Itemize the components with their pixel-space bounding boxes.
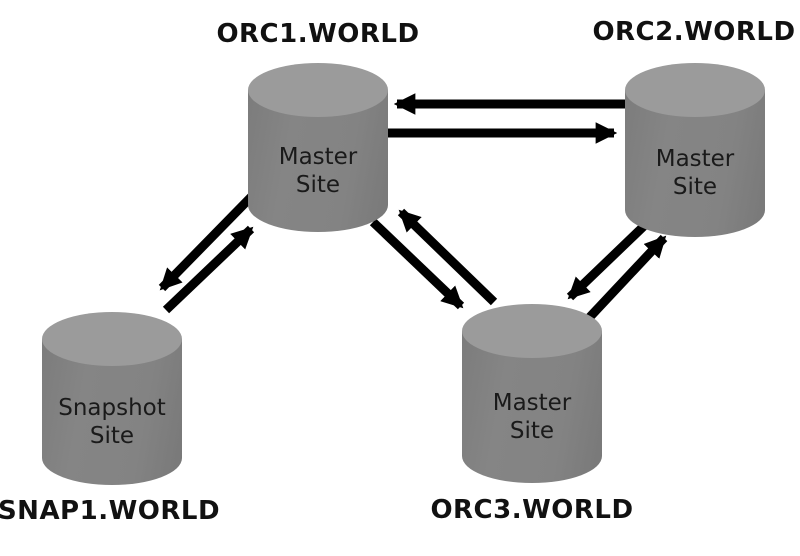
site-name-orc3: ORC3.WORLD: [430, 495, 634, 525]
site-role-line2: Site: [672, 174, 718, 200]
site-name-orc2: ORC2.WORLD: [592, 17, 796, 47]
arrow-orc3-to-orc1: [397, 208, 498, 306]
database-cylinder-snap1: Snapshot Site: [42, 312, 182, 485]
site-role-orc1: Master Site: [248, 63, 388, 232]
database-cylinder-orc2: Master Site: [625, 63, 765, 237]
site-role-line1: Master: [278, 143, 358, 170]
site-role-line2: Site: [89, 422, 135, 449]
site-name-snap1: SNAP1.WORLD: [0, 496, 221, 526]
site-name-orc1: ORC1.WORLD: [216, 19, 420, 49]
arrow-orc2-to-orc3: [566, 221, 649, 301]
cylinder-top: [42, 312, 182, 366]
arrow-orc1-to-snap1: [158, 192, 256, 292]
site-role-line1: Snapshot: [58, 394, 166, 421]
site-role-snap1: Snapshot Site: [42, 312, 182, 485]
database-cylinder-orc1: Master Site: [248, 63, 388, 232]
site-role-line2: Site: [509, 417, 555, 444]
site-role-orc3: Master Site: [462, 304, 602, 483]
arrow-snap1-to-orc1: [162, 225, 255, 314]
arrow-orc3-to-orc2: [584, 234, 668, 323]
site-role-line1: Master: [492, 389, 572, 416]
site-role-orc2: Master Site: [625, 63, 765, 237]
arrow-orc1-to-orc3: [369, 218, 465, 310]
cylinder-top: [625, 63, 765, 117]
site-role-line2: Site: [295, 171, 341, 198]
cylinder-top: [248, 63, 388, 117]
site-role-line1: Master: [655, 146, 735, 172]
cylinder-top: [462, 304, 602, 358]
database-cylinder-orc3: Master Site: [462, 304, 602, 483]
